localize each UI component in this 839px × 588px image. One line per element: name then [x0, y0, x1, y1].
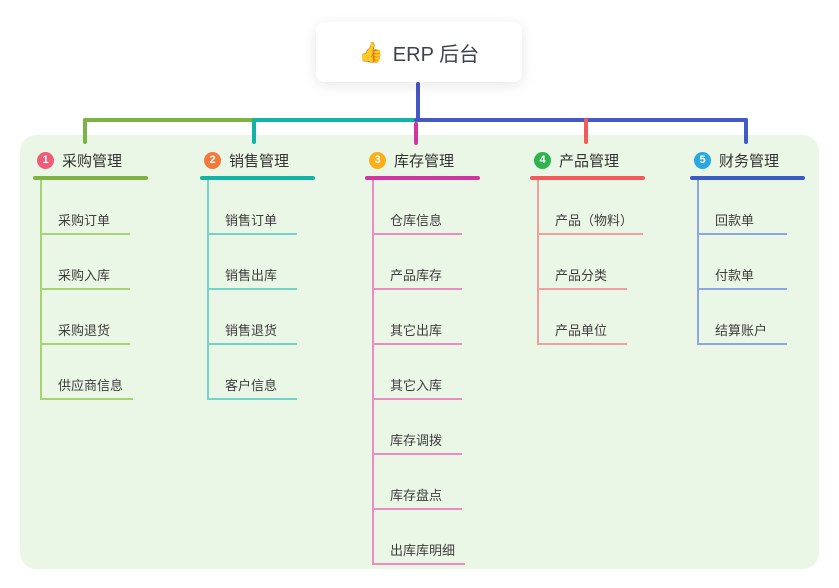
child-node-label: 库存盘点: [390, 488, 443, 503]
child-node[interactable]: 付款单: [699, 235, 787, 290]
branch-产品管理: 4 产品管理产品（物料） 产品分类产品单位: [530, 148, 645, 345]
branch-label: 销售管理: [229, 152, 290, 170]
child-node[interactable]: 销售退货: [209, 290, 297, 345]
child-node[interactable]: 销售订单: [209, 180, 297, 235]
child-node[interactable]: 回款单: [699, 180, 787, 235]
child-node-label: 产品库存: [390, 268, 443, 283]
child-node[interactable]: 产品（物料）: [539, 180, 644, 235]
branch-node[interactable]: 3 库存管理: [365, 148, 480, 172]
branch-label: 库存管理: [394, 152, 455, 170]
branch-number-badge: 3: [369, 151, 386, 169]
branch-children: 仓库信息产品库存其它出库其它入库库存调拨库存盘点出库库明细: [372, 180, 480, 565]
branch-node[interactable]: 4 产品管理: [530, 148, 645, 172]
branch-number-badge: 5: [694, 151, 711, 169]
child-node-label: 回款单: [715, 213, 755, 228]
branch-财务管理: 5 财务管理回款单付款单结算账户: [690, 148, 805, 345]
branches-background-panel: [20, 135, 819, 569]
child-node[interactable]: 其它入库: [374, 345, 462, 400]
branch-underline: [365, 176, 480, 180]
child-node[interactable]: 结算账户: [699, 290, 787, 345]
branch-underline: [200, 176, 315, 180]
branch-children: 采购订单采购入库采购退货供应商信息: [40, 180, 148, 400]
branch-children: 回款单付款单结算账户: [697, 180, 805, 345]
branch-children: 产品（物料） 产品分类产品单位: [537, 180, 645, 345]
root-stem: [416, 82, 420, 122]
child-node[interactable]: 产品单位: [539, 290, 627, 345]
branch-number-badge: 2: [204, 151, 221, 169]
child-node[interactable]: 其它出库: [374, 290, 462, 345]
drop-branch-4: [584, 118, 588, 144]
child-node-label: 结算账户: [715, 323, 768, 338]
trunk-segment-green: [83, 118, 258, 122]
child-node[interactable]: 产品库存: [374, 235, 462, 290]
child-node-label: 产品单位: [555, 323, 608, 338]
child-node-label: 产品分类: [555, 268, 608, 283]
branch-children: 销售订单销售出库销售退货客户信息: [207, 180, 315, 400]
child-node[interactable]: 销售出库: [209, 235, 297, 290]
drop-branch-2: [252, 118, 256, 144]
branch-销售管理: 2 销售管理销售订单销售出库销售退货客户信息: [200, 148, 315, 400]
child-node[interactable]: 采购订单: [42, 180, 130, 235]
drop-branch-1: [83, 118, 87, 144]
child-node-label: 销售订单: [225, 213, 278, 228]
child-node-label: 仓库信息: [390, 213, 443, 228]
root-node[interactable]: 👍 ERP 后台: [316, 22, 522, 82]
branch-underline: [530, 176, 645, 180]
branch-node[interactable]: 1 采购管理: [33, 148, 148, 172]
child-node-label: 付款单: [715, 268, 755, 283]
child-node-label: 采购入库: [58, 268, 111, 283]
child-node[interactable]: 客户信息: [209, 345, 297, 400]
branch-number-badge: 1: [37, 151, 54, 169]
drop-branch-5: [744, 118, 748, 144]
child-node[interactable]: 库存调拨: [374, 400, 462, 455]
child-node-label: 客户信息: [225, 378, 278, 393]
thumbs-up-icon: 👍: [358, 41, 384, 64]
child-node-label: 销售退货: [225, 323, 278, 338]
child-node-label: 库存调拨: [390, 433, 443, 448]
branch-label: 采购管理: [62, 152, 123, 170]
branch-underline: [33, 176, 148, 180]
child-node-label: 供应商信息: [58, 378, 124, 393]
branch-label: 产品管理: [559, 152, 620, 170]
branch-node[interactable]: 5 财务管理: [690, 148, 805, 172]
child-node[interactable]: 库存盘点: [374, 455, 462, 510]
child-node-label: 其它入库: [390, 378, 443, 393]
root-node-label: ERP 后台: [392, 43, 480, 66]
branch-库存管理: 3 库存管理仓库信息产品库存其它出库其它入库库存调拨库存盘点出库库明细: [365, 148, 480, 565]
trunk-segment-teal: [252, 118, 418, 122]
child-node-label: 产品（物料）: [555, 213, 634, 228]
child-node[interactable]: 产品分类: [539, 235, 627, 290]
child-node[interactable]: 采购入库: [42, 235, 130, 290]
branch-underline: [690, 176, 805, 180]
branch-采购管理: 1 采购管理采购订单采购入库采购退货供应商信息: [33, 148, 148, 400]
child-node[interactable]: 出库库明细: [374, 510, 466, 565]
trunk-segment-blue: [414, 118, 748, 122]
child-node[interactable]: 供应商信息: [42, 345, 134, 400]
child-node-label: 出库库明细: [390, 543, 456, 558]
child-node-label: 其它出库: [390, 323, 443, 338]
child-node-label: 销售出库: [225, 268, 278, 283]
child-node[interactable]: 采购退货: [42, 290, 130, 345]
branch-node[interactable]: 2 销售管理: [200, 148, 315, 172]
child-node[interactable]: 仓库信息: [374, 180, 462, 235]
branch-number-badge: 4: [534, 151, 551, 169]
drop-branch-3: [414, 122, 418, 145]
child-node-label: 采购订单: [58, 213, 111, 228]
child-node-label: 采购退货: [58, 323, 111, 338]
branch-label: 财务管理: [719, 152, 780, 170]
